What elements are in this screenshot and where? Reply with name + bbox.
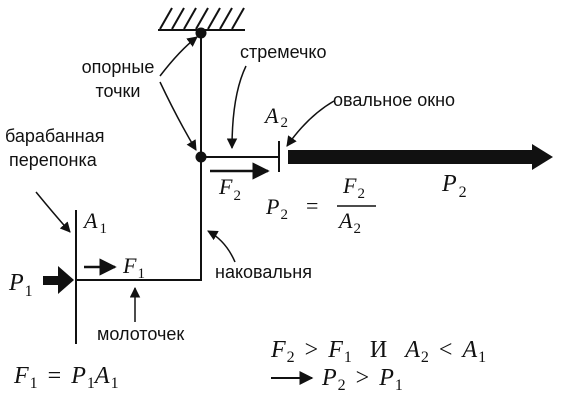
anvil-callout	[207, 230, 236, 263]
force-formula-f1: F1=P1A1	[13, 363, 119, 392]
hammer-label: молоточек	[97, 324, 184, 344]
p1-arrow	[43, 266, 74, 294]
p2-lhs: P2	[265, 194, 288, 223]
eardrum-label-line2: перепонка	[9, 150, 98, 170]
fraction-numerator: F2	[342, 173, 365, 202]
callout-lines	[35, 36, 335, 322]
eardrum-callout	[35, 191, 71, 233]
stirrup-callout	[226, 65, 247, 150]
support-point-callout-upper	[159, 36, 198, 77]
result-formula: P2>P1	[321, 365, 403, 394]
p2-arrow	[288, 144, 553, 170]
f1-symbol: F1	[122, 253, 145, 282]
lower-pivot-point	[195, 151, 207, 163]
upper-pivot-point	[195, 27, 207, 39]
ossicle-lever	[75, 27, 280, 344]
support-point-callout-lower	[159, 81, 197, 151]
stirrup-label: стремечко	[240, 42, 327, 62]
support-points-label-line2: точки	[96, 81, 141, 101]
eardrum-label-line1: барабанная	[5, 126, 104, 146]
ceiling-support	[158, 7, 245, 31]
pressure-formula-p2: P2 = F2 A2	[265, 173, 376, 237]
force-arrows	[43, 144, 553, 294]
oval-window-label: овальное окно	[333, 90, 455, 110]
p1-symbol: P1	[8, 270, 33, 300]
p2-equals: =	[306, 193, 318, 218]
fraction-denominator: A2	[337, 208, 361, 237]
f2-symbol: F2	[218, 174, 241, 204]
anvil-label: наковальня	[215, 262, 312, 282]
oval-window-callout	[286, 100, 335, 147]
support-points-label-line1: опорные	[82, 57, 155, 77]
